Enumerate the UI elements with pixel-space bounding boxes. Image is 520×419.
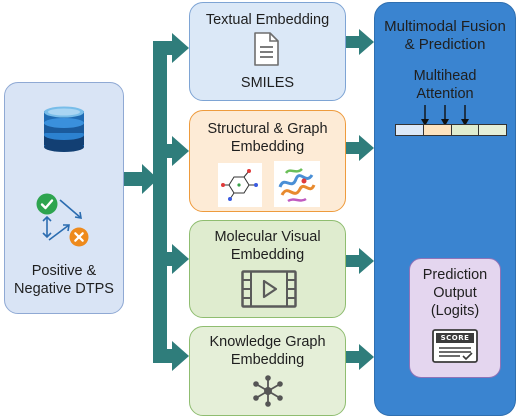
branch-visual <box>153 252 175 266</box>
molecular-visual-embedding-box: Molecular Visual Embedding <box>189 220 346 318</box>
protein-structure-image <box>274 161 320 207</box>
prediction-output-box: Prediction Output (Logits) SCORE <box>409 258 501 378</box>
cross-icon <box>69 227 89 247</box>
fusion-title-line1: Multimodal Fusion <box>384 18 506 35</box>
token-structural <box>423 125 452 135</box>
smiles-caption: SMILES <box>240 75 295 91</box>
attention-arrows-icon <box>421 105 469 126</box>
knowledge-embedding-title-line1: Knowledge Graph <box>209 334 326 350</box>
input-arrow-head <box>142 164 158 194</box>
out-arrow-structural <box>346 142 362 154</box>
textual-embedding-title: Textual Embedding <box>205 12 330 28</box>
structural-embedding-title-line1: Structural & Graph <box>207 121 328 137</box>
textual-embedding-box: Textual Embedding SMILES <box>189 2 346 101</box>
token-visual <box>451 125 480 135</box>
structural-embedding-title-line2: Embedding <box>230 139 305 155</box>
graph-node-icon <box>253 375 283 407</box>
structural-graph-embedding-box: Structural & Graph Embedding <box>189 110 346 212</box>
out-arrow-textual <box>346 36 362 48</box>
prediction-line1: Prediction <box>422 267 488 283</box>
branch-trunk <box>153 41 167 363</box>
visual-embedding-title-line1: Molecular Visual <box>214 229 321 245</box>
attention-label-line1: Multihead <box>413 68 477 84</box>
database-icon <box>44 106 84 152</box>
out-arrow-knowledge <box>346 351 362 363</box>
input-label-line1: Positive & <box>31 263 97 279</box>
attention-label-line2: Attention <box>416 86 474 102</box>
knowledge-graph-embedding-box: Knowledge Graph Embedding <box>189 326 346 416</box>
token-textual <box>396 125 424 135</box>
branch-knowledge <box>153 349 175 363</box>
branch-textual <box>153 41 175 55</box>
multimodal-fusion-panel: Multimodal Fusion & Prediction Multihead… <box>374 2 516 416</box>
visual-embedding-title-line2: Embedding <box>230 247 305 263</box>
molecule-structure-image <box>218 163 262 207</box>
input-label-line2: Negative DTPS <box>14 281 114 297</box>
token-knowledge <box>479 125 506 135</box>
score-icon-text: SCORE <box>440 334 470 342</box>
swap-arrows-icon <box>42 199 82 241</box>
branch-structural <box>153 144 175 158</box>
video-icon <box>241 270 297 308</box>
fusion-title-line2: & Prediction <box>404 36 486 53</box>
input-arrow-shaft <box>123 172 145 186</box>
prediction-line2: Output <box>433 285 477 301</box>
input-dataset-box: Positive & Negative DTPS <box>4 82 124 314</box>
checkmark-icon <box>36 193 58 215</box>
out-arrow-visual <box>346 255 362 267</box>
score-icon: SCORE <box>432 329 478 363</box>
token-sequence-bar <box>395 124 507 136</box>
knowledge-embedding-title-line2: Embedding <box>230 352 305 368</box>
document-icon <box>254 32 279 66</box>
prediction-line3: (Logits) <box>430 303 480 319</box>
